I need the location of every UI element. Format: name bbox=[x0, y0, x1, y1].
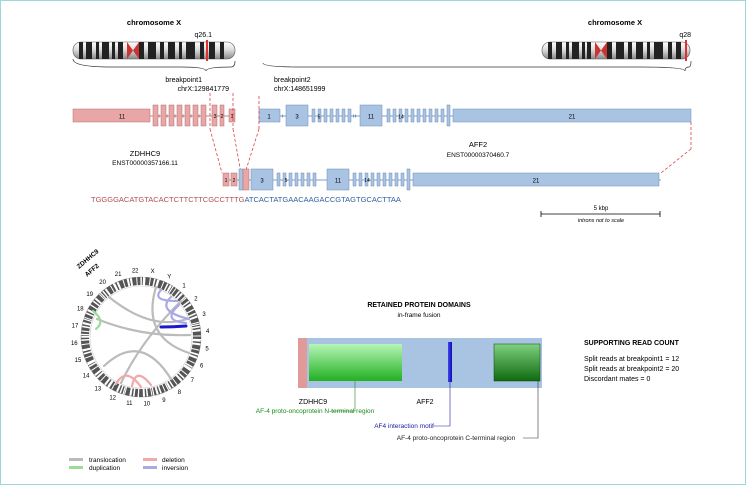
zdhhc9-gene-name: ZDHHC9 bbox=[130, 149, 160, 158]
right-chromosome-title: chromosome X bbox=[588, 18, 642, 27]
aff2-exon-label-21: 21 bbox=[569, 115, 576, 121]
right-zoom-bracket bbox=[263, 61, 691, 71]
zdhhc9-exon-label-3: 3 bbox=[213, 114, 216, 120]
protein-zdhhc9-segment bbox=[298, 338, 307, 388]
legend-swatch-translocation bbox=[69, 458, 83, 461]
junction-sequence-right: ATCACTATGAACAAGACCGTAGTGCACTTAA bbox=[244, 195, 400, 204]
circos-chromosome-label: 1 bbox=[182, 284, 186, 290]
domain-af4-c-terminal bbox=[494, 344, 540, 381]
domain-label-c-terminal: AF-4 proto-oncoprotein C-terminal region bbox=[397, 435, 516, 442]
fusion-transcript-track: 1 2 3 5 11 14 21 bbox=[223, 169, 661, 190]
domain-af4-interaction-motif bbox=[448, 342, 452, 382]
circos-chromosome-label: 17 bbox=[72, 323, 79, 329]
circos-chromosome-label: 9 bbox=[162, 398, 166, 404]
circos-chromosome-label: 6 bbox=[200, 363, 204, 369]
aff2-exon-label-14: 14 bbox=[398, 115, 404, 121]
breakpoint2-label: breakpoint2 bbox=[274, 77, 311, 84]
aff2-exon-label-11: 11 bbox=[368, 115, 375, 121]
protein-subtitle: in-frame fusion bbox=[398, 312, 441, 319]
circos-chromosome-label: 21 bbox=[115, 272, 122, 278]
legend-swatch-deletion bbox=[143, 458, 157, 461]
junction-sequence-left: TGGGGACATGTACACTCTTCTTCGCCTTTG bbox=[91, 195, 245, 204]
breakpoint1-coord: chrX:129841779 bbox=[178, 86, 229, 93]
circos-chromosome-label: 19 bbox=[86, 292, 93, 298]
circos-chromosome-label: 22 bbox=[132, 268, 139, 274]
circos-chromosome-label: 7 bbox=[191, 378, 195, 384]
reads-line-1: Split reads at breakpoint1 = 12 bbox=[584, 356, 679, 363]
scale-bar: 5 kbp introns not to scale bbox=[541, 206, 660, 224]
fusion-exon-label-21: 21 bbox=[533, 179, 540, 185]
circos-chromosome-label: 20 bbox=[99, 280, 106, 286]
zdhhc9-transcript: ENST00000357166.11 bbox=[112, 160, 178, 167]
circos-legend: translocation duplication deletion inver… bbox=[69, 457, 188, 472]
legend-label-translocation: translocation bbox=[89, 457, 126, 464]
circos-links bbox=[93, 287, 190, 387]
aff2-exon-label-5: 5 bbox=[318, 115, 321, 121]
breakpoint2-coord: chrX:148651999 bbox=[274, 86, 325, 93]
circos-chromosome-label: 14 bbox=[83, 373, 90, 379]
reads-title: SUPPORTING READ COUNT bbox=[584, 340, 680, 347]
legend-label-inversion: inversion bbox=[162, 465, 188, 472]
circos-chromosome-label: 16 bbox=[71, 341, 78, 347]
circos-chromosome-label: 12 bbox=[109, 396, 116, 402]
left-band-marker bbox=[206, 40, 208, 61]
protein-title: RETAINED PROTEIN DOMAINS bbox=[367, 302, 471, 309]
zdhhc9-exon-label-11: 11 bbox=[119, 115, 126, 121]
zdhhc9-exon-11 bbox=[73, 109, 150, 122]
left-zoom-bracket bbox=[73, 59, 235, 71]
domain-label-interaction-motif: AF4 interaction motif bbox=[374, 423, 434, 430]
fusion-exon-label-2: 2 bbox=[233, 178, 236, 184]
right-chromosome-ideogram bbox=[542, 40, 690, 61]
scale-bar-note: introns not to scale bbox=[578, 218, 624, 224]
left-chromosome-title: chromosome X bbox=[127, 18, 181, 27]
breakpoint1-label: breakpoint1 bbox=[165, 77, 202, 84]
protein-gene3-label: AFF2 bbox=[416, 399, 433, 406]
circos-chromosome-label: X bbox=[151, 269, 155, 275]
circos-chromosome-label: 4 bbox=[206, 329, 210, 335]
fusion-exon-label-5: 5 bbox=[285, 178, 288, 184]
legend-swatch-inversion bbox=[143, 466, 157, 469]
circos-chromosome-label: 18 bbox=[77, 307, 84, 313]
legend-swatch-duplication bbox=[69, 466, 83, 469]
left-chromosome-ideogram bbox=[73, 40, 235, 61]
circos-chromosome-label: 10 bbox=[143, 402, 150, 408]
fusion-exon-label-1: 1 bbox=[225, 178, 228, 184]
right-band-label: q28 bbox=[679, 32, 691, 39]
fusion-exon-label-11: 11 bbox=[335, 179, 342, 185]
legend-label-duplication: duplication bbox=[89, 465, 120, 472]
aff2-transcript: ENST00000370460.7 bbox=[447, 152, 510, 159]
circos-chromosome-label: 2 bbox=[194, 297, 198, 303]
reads-line-3: Discordant mates = 0 bbox=[584, 376, 650, 383]
scale-bar-label: 5 kbp bbox=[594, 206, 609, 212]
circos-chromosome-label: 3 bbox=[202, 312, 206, 318]
zdhhc9-exon-label-2: 2 bbox=[220, 114, 223, 120]
legend-label-deletion: deletion bbox=[162, 457, 185, 464]
fusion-exon-label-14: 14 bbox=[364, 178, 370, 184]
breakpoint-guides bbox=[210, 93, 691, 173]
protein-bar bbox=[298, 338, 542, 388]
circos-chromosome-label: 15 bbox=[75, 358, 82, 364]
circos-chromosome-label: 11 bbox=[126, 401, 133, 407]
zdhhc9-gene-track: 11 3 2 1 bbox=[73, 105, 235, 126]
circos-chromosome-label: 5 bbox=[205, 347, 209, 353]
circos-chromosome-label: 8 bbox=[178, 390, 182, 396]
junction-sequence: TGGGGACATGTACACTCTTCTTCGCCTTTGATCACTATGA… bbox=[91, 195, 401, 204]
reads-line-2: Split reads at breakpoint2 = 20 bbox=[584, 366, 679, 373]
domain-af4-n-terminal bbox=[309, 344, 402, 381]
right-band-marker bbox=[685, 40, 687, 61]
left-band-label: q26.1 bbox=[194, 32, 212, 39]
domain-label-n-terminal: AF-4 proto-oncoprotein N-terminal region bbox=[256, 408, 375, 415]
aff2-gene-track: 1 3 5 11 14 21 bbox=[259, 105, 691, 126]
circos-chromosome-label: Y bbox=[167, 274, 171, 280]
aff2-gene-name: AFF2 bbox=[469, 140, 487, 149]
protein-gene5-label: ZDHHC9 bbox=[299, 399, 327, 406]
circos-chromosome-label: 13 bbox=[95, 386, 102, 392]
